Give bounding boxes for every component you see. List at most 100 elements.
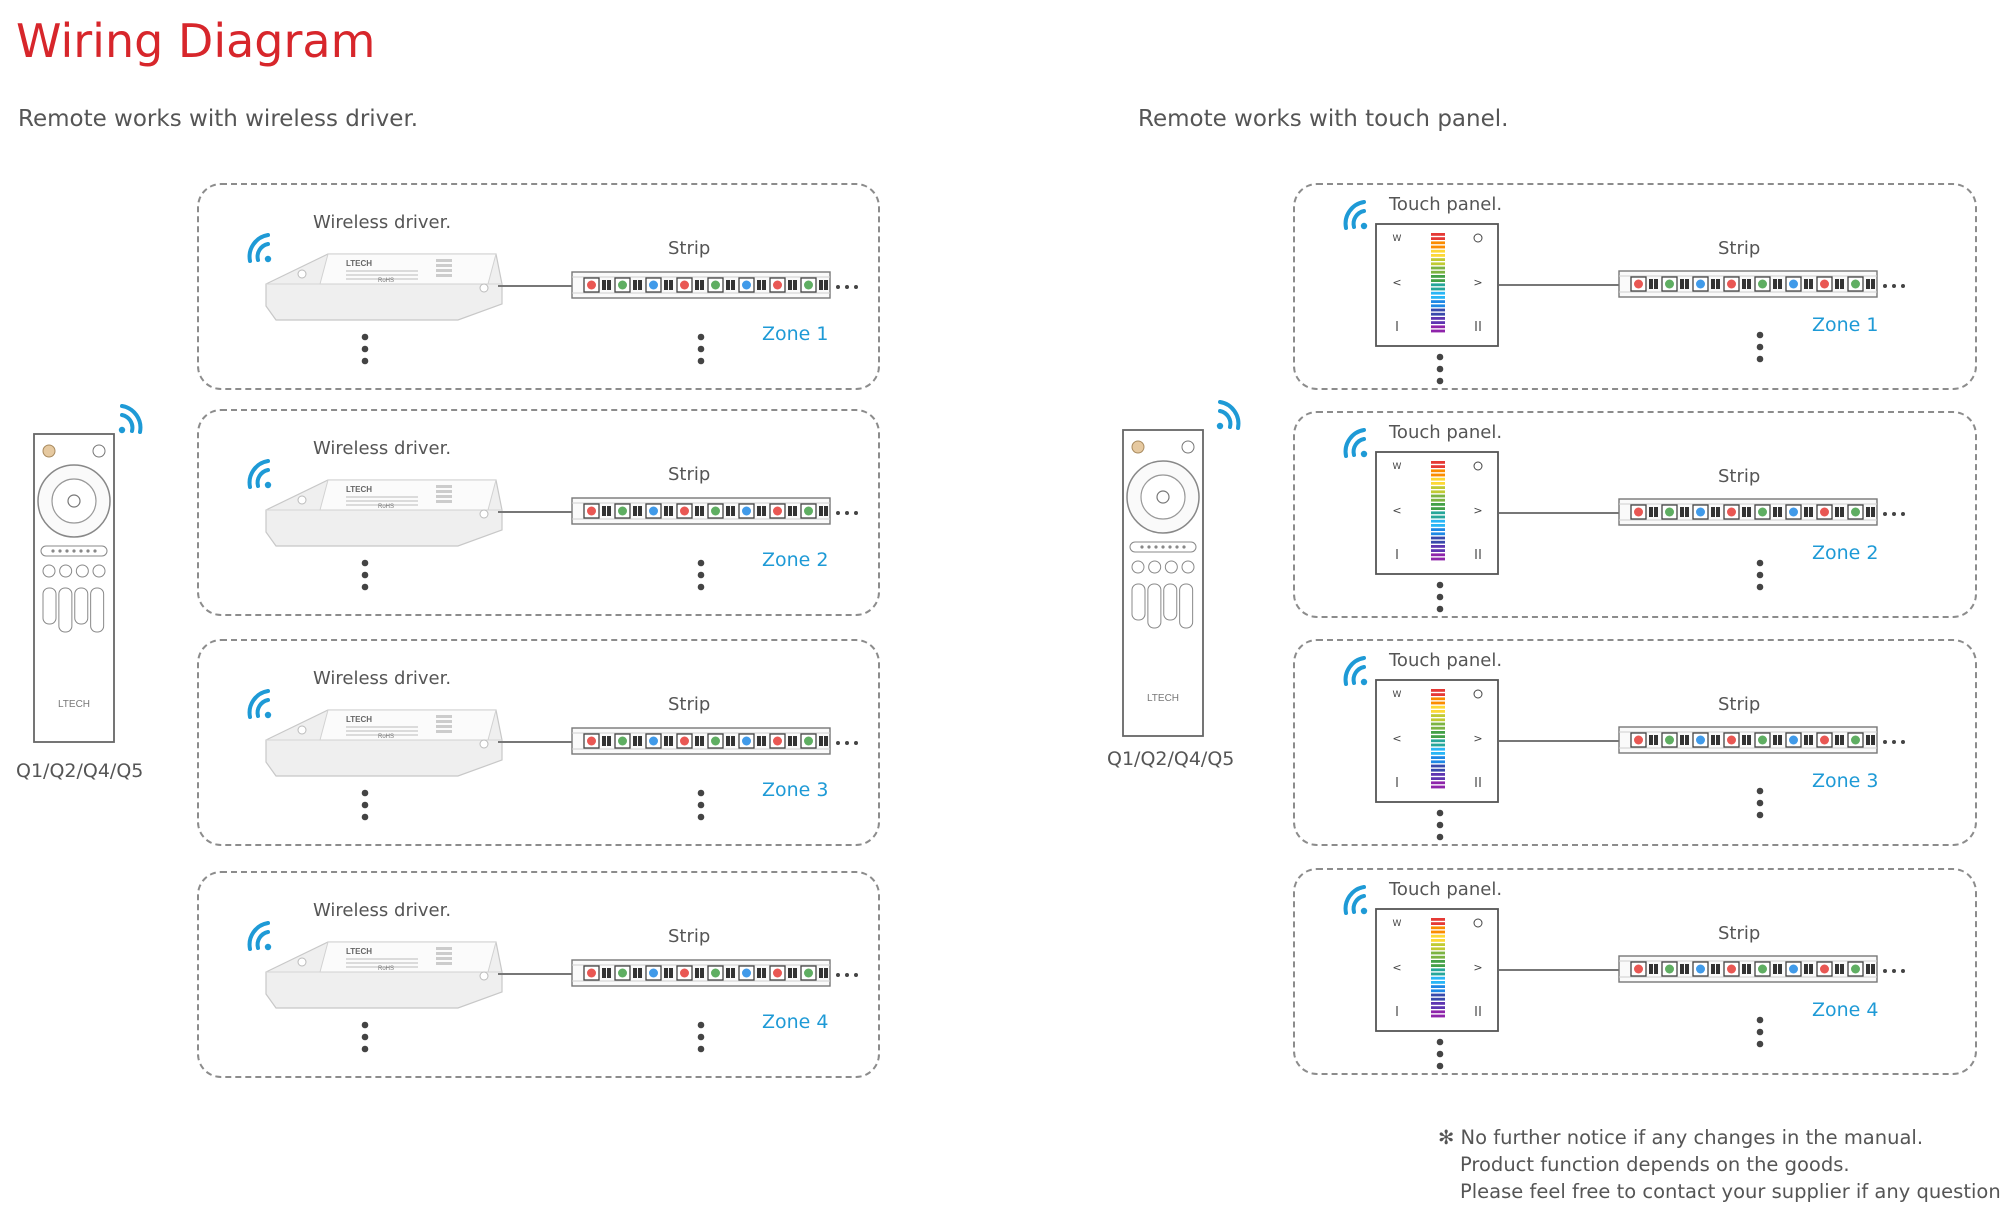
- zone-group: [1293, 183, 1977, 390]
- svg-text:RoHS: RoHS: [378, 278, 394, 284]
- zone-label: Zone 2: [1812, 542, 1879, 564]
- zone-label: Zone 2: [762, 549, 829, 571]
- vertical-ellipsis: [361, 333, 369, 365]
- device-label: Touch panel.: [1389, 650, 1503, 671]
- svg-text:>: >: [1473, 961, 1482, 974]
- wireless-driver: LTECH RoHS: [265, 709, 503, 777]
- wireless-driver: LTECH RoHS: [265, 253, 503, 321]
- svg-text:<: <: [1392, 732, 1401, 745]
- wire: [498, 511, 574, 513]
- vertical-ellipsis: [1756, 787, 1764, 819]
- led-strip: [1618, 270, 1905, 298]
- zone-label: Zone 1: [1812, 314, 1879, 336]
- touch-panel: W < >: [1375, 908, 1499, 1032]
- svg-text:<: <: [1392, 961, 1401, 974]
- remote-control: LTECH: [1122, 429, 1204, 737]
- zone-group: [1293, 868, 1977, 1075]
- led-strip: [571, 271, 858, 299]
- touch-panel: W < >: [1375, 451, 1499, 575]
- svg-text:<: <: [1392, 276, 1401, 289]
- vertical-ellipsis: [361, 789, 369, 821]
- device-label: Touch panel.: [1389, 879, 1503, 900]
- vertical-ellipsis: [1436, 353, 1444, 385]
- strip-label: Strip: [1718, 923, 1761, 944]
- wifi-signal-icon: [1343, 885, 1368, 915]
- wifi-signal-icon: [1343, 200, 1368, 230]
- svg-text:>: >: [1473, 504, 1482, 517]
- svg-text:RoHS: RoHS: [378, 734, 394, 740]
- strip-label: Strip: [668, 238, 711, 259]
- wifi-signal-icon: [247, 689, 272, 719]
- page-title: Wiring Diagram: [16, 14, 376, 68]
- svg-text:LTECH: LTECH: [346, 947, 372, 956]
- led-strip: [1618, 726, 1905, 754]
- zone-group: [197, 639, 880, 846]
- vertical-ellipsis: [361, 559, 369, 591]
- zone-group: [1293, 639, 1977, 846]
- wire: [1499, 740, 1623, 742]
- device-label: Touch panel.: [1389, 194, 1503, 215]
- strip-label: Strip: [668, 464, 711, 485]
- led-strip: [1618, 955, 1905, 983]
- left-subtitle: Remote works with wireless driver.: [18, 106, 419, 132]
- vertical-ellipsis: [697, 1021, 705, 1053]
- zone-group: [197, 409, 880, 616]
- wifi-signal-icon: [247, 233, 272, 263]
- wire: [1499, 284, 1623, 286]
- svg-text:RoHS: RoHS: [378, 966, 394, 972]
- wifi-signal-icon: [118, 404, 143, 434]
- asterisk-icon: ✻: [1438, 1126, 1455, 1149]
- svg-text:LTECH: LTECH: [346, 715, 372, 724]
- device-label: Wireless driver.: [313, 900, 452, 921]
- svg-text:W: W: [1393, 690, 1402, 700]
- vertical-ellipsis: [1436, 809, 1444, 841]
- vertical-ellipsis: [1756, 331, 1764, 363]
- strip-label: Strip: [668, 926, 711, 947]
- svg-text:>: >: [1473, 732, 1482, 745]
- wifi-signal-icon: [247, 921, 272, 951]
- wifi-signal-icon: [1343, 428, 1368, 458]
- svg-text:<: <: [1392, 504, 1401, 517]
- svg-text:W: W: [1393, 919, 1402, 929]
- zone-label: Zone 4: [1812, 999, 1879, 1021]
- led-strip: [1618, 498, 1905, 526]
- wifi-signal-icon: [247, 459, 272, 489]
- svg-text:>: >: [1473, 276, 1482, 289]
- remote-control: LTECH: [33, 433, 115, 743]
- wifi-signal-icon: [1216, 400, 1241, 430]
- device-label: Wireless driver.: [313, 438, 452, 459]
- strip-label: Strip: [1718, 466, 1761, 487]
- device-label: Wireless driver.: [313, 212, 452, 233]
- device-label: Wireless driver.: [313, 668, 452, 689]
- vertical-ellipsis: [697, 789, 705, 821]
- right-subtitle: Remote works with touch panel.: [1138, 106, 1509, 132]
- led-strip: [571, 959, 858, 987]
- touch-panel: W < >: [1375, 679, 1499, 803]
- footer-notes: ✻ No further notice if any changes in th…: [1438, 1124, 2000, 1205]
- led-strip: [571, 727, 858, 755]
- wire: [498, 741, 574, 743]
- svg-text:W: W: [1393, 462, 1402, 472]
- zone-group: [1293, 411, 1977, 618]
- zone-label: Zone 3: [1812, 770, 1879, 792]
- svg-text:LTECH: LTECH: [58, 699, 90, 710]
- strip-label: Strip: [1718, 238, 1761, 259]
- zone-label: Zone 3: [762, 779, 829, 801]
- vertical-ellipsis: [1436, 581, 1444, 613]
- svg-text:LTECH: LTECH: [346, 259, 372, 268]
- vertical-ellipsis: [1436, 1038, 1444, 1070]
- wireless-driver: LTECH RoHS: [265, 941, 503, 1009]
- remote-model-label: Q1/Q2/Q4/Q5: [16, 760, 144, 782]
- device-label: Touch panel.: [1389, 422, 1503, 443]
- zone-group: [197, 183, 880, 390]
- wire: [498, 973, 574, 975]
- zone-label: Zone 1: [762, 323, 829, 345]
- footer-line-1: ✻ No further notice if any changes in th…: [1438, 1126, 1924, 1149]
- footer-line-3: Please feel free to contact your supplie…: [1460, 1180, 2000, 1203]
- zone-label: Zone 4: [762, 1011, 829, 1033]
- svg-text:W: W: [1393, 234, 1402, 244]
- footer-line-2: Product function depends on the goods.: [1460, 1153, 1850, 1176]
- strip-label: Strip: [1718, 694, 1761, 715]
- svg-text:LTECH: LTECH: [346, 485, 372, 494]
